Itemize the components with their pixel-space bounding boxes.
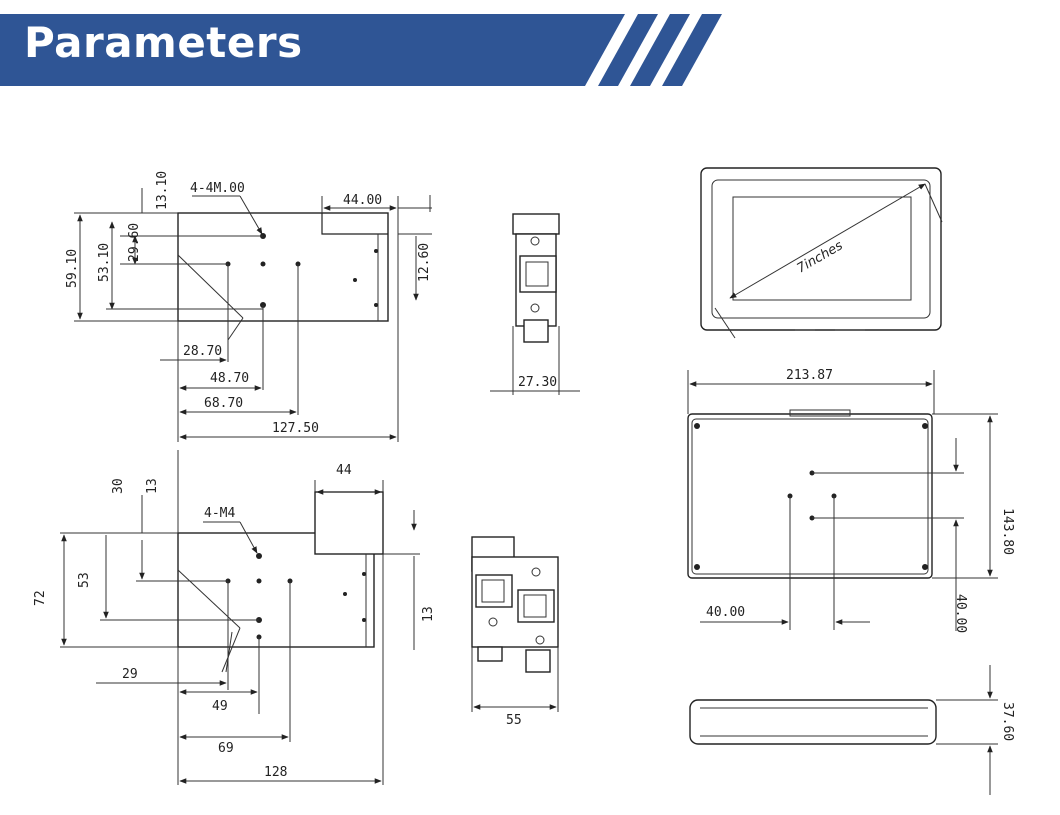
dim-12-60: 12.60 bbox=[417, 243, 432, 282]
back-frame-inner bbox=[691, 418, 929, 575]
bracket-flange bbox=[314, 491, 384, 555]
hole-spec-label: 4-4M.00 bbox=[190, 181, 245, 196]
screw-icon bbox=[531, 567, 541, 577]
construction-line bbox=[177, 569, 241, 629]
dim-68-70: 68.70 bbox=[204, 396, 243, 411]
bracket-view-bottom: 4-M4 30 13 72 53 44 13 bbox=[33, 450, 436, 785]
dim-55: 55 bbox=[506, 713, 522, 728]
bracket-view-top: 4-4M.00 13.10 59.10 53.10 29.60 44.00 12… bbox=[65, 171, 432, 442]
dim-213-87: 213.87 bbox=[786, 368, 833, 383]
page-title: Parameters bbox=[24, 18, 303, 67]
back-frame-outer bbox=[687, 413, 933, 579]
mount-hole bbox=[362, 572, 366, 576]
diagonal-tick bbox=[924, 183, 943, 223]
header-banner bbox=[0, 14, 722, 86]
construction-line bbox=[221, 627, 241, 673]
dim-59-10: 59.10 bbox=[65, 249, 80, 288]
dim-27-30: 27.30 bbox=[518, 375, 557, 390]
mount-hole bbox=[353, 278, 357, 282]
side-knob bbox=[477, 646, 503, 662]
dim-49: 49 bbox=[212, 699, 228, 714]
screw-icon bbox=[488, 617, 498, 627]
screen-front-view: 7inches bbox=[700, 167, 943, 339]
bracket-side-view-top: 27.30 bbox=[490, 213, 580, 395]
bracket-plate bbox=[177, 212, 389, 322]
side-clamp-inner bbox=[523, 594, 547, 618]
dim-30: 30 bbox=[111, 478, 126, 494]
screw-hole bbox=[694, 423, 700, 429]
mount-hole bbox=[362, 618, 366, 622]
diagonal-tick bbox=[714, 307, 736, 339]
dim-128: 128 bbox=[264, 765, 287, 780]
dim-13-a: 13 bbox=[145, 478, 160, 494]
screw-icon bbox=[535, 635, 545, 645]
dim-40-00-vertical: 40.00 bbox=[953, 594, 968, 633]
dim-13-b: 13 bbox=[421, 606, 436, 622]
screw-icon bbox=[530, 236, 540, 246]
dim-127-50: 127.50 bbox=[272, 421, 319, 436]
mount-hole bbox=[260, 261, 266, 267]
thickness-outer bbox=[689, 699, 937, 745]
mount-hole bbox=[374, 249, 378, 253]
side-block bbox=[512, 213, 560, 235]
hole-leader bbox=[239, 195, 263, 235]
side-knob bbox=[525, 649, 551, 673]
side-knob bbox=[523, 319, 549, 343]
dim-72: 72 bbox=[33, 590, 48, 606]
dim-40-00-horizontal: 40.00 bbox=[706, 605, 745, 620]
banner-stripe-2 bbox=[630, 14, 690, 86]
banner-stripe-3 bbox=[662, 14, 722, 86]
screen-thickness-view: 37.60 bbox=[689, 665, 1015, 795]
back-port bbox=[789, 409, 851, 417]
dim-29-60: 29.60 bbox=[127, 223, 142, 262]
construction-line bbox=[227, 317, 244, 341]
dim-13-10: 13.10 bbox=[155, 171, 170, 210]
dim-143-80: 143.80 bbox=[1000, 508, 1015, 555]
dim-44-00: 44.00 bbox=[343, 193, 382, 208]
screen-frame-inner bbox=[711, 179, 931, 319]
side-clamp-inner bbox=[525, 261, 549, 287]
dim-48-70: 48.70 bbox=[210, 371, 249, 386]
diagonal-dim bbox=[729, 183, 926, 299]
construction-line bbox=[177, 254, 244, 319]
dim-44: 44 bbox=[336, 463, 352, 478]
screen-back-view: 213.87 143.80 40.00 40.00 bbox=[687, 368, 1015, 633]
screw-hole bbox=[922, 564, 928, 570]
banner-bar bbox=[0, 14, 625, 86]
bracket-side-view-bottom: 55 bbox=[471, 536, 559, 728]
dim-37-60: 37.60 bbox=[1000, 702, 1015, 741]
bracket-flange bbox=[321, 213, 388, 235]
dim-28-70: 28.70 bbox=[183, 344, 222, 359]
side-clamp-inner bbox=[481, 579, 505, 603]
hole-leader bbox=[239, 521, 258, 554]
dim-69: 69 bbox=[218, 741, 234, 756]
construction-line bbox=[225, 631, 233, 673]
screw-icon bbox=[530, 303, 540, 313]
mount-hole bbox=[256, 553, 262, 559]
mount-hole bbox=[374, 303, 378, 307]
dim-53: 53 bbox=[77, 572, 92, 588]
dim-53-10: 53.10 bbox=[97, 243, 112, 282]
hole-spec-label: 4-M4 bbox=[204, 506, 235, 521]
banner-stripe-1 bbox=[598, 14, 658, 86]
screw-hole bbox=[694, 564, 700, 570]
dim-29: 29 bbox=[122, 667, 138, 682]
screw-hole bbox=[922, 423, 928, 429]
mount-hole bbox=[256, 578, 262, 584]
mount-hole bbox=[343, 592, 347, 596]
side-clamp bbox=[519, 255, 557, 293]
